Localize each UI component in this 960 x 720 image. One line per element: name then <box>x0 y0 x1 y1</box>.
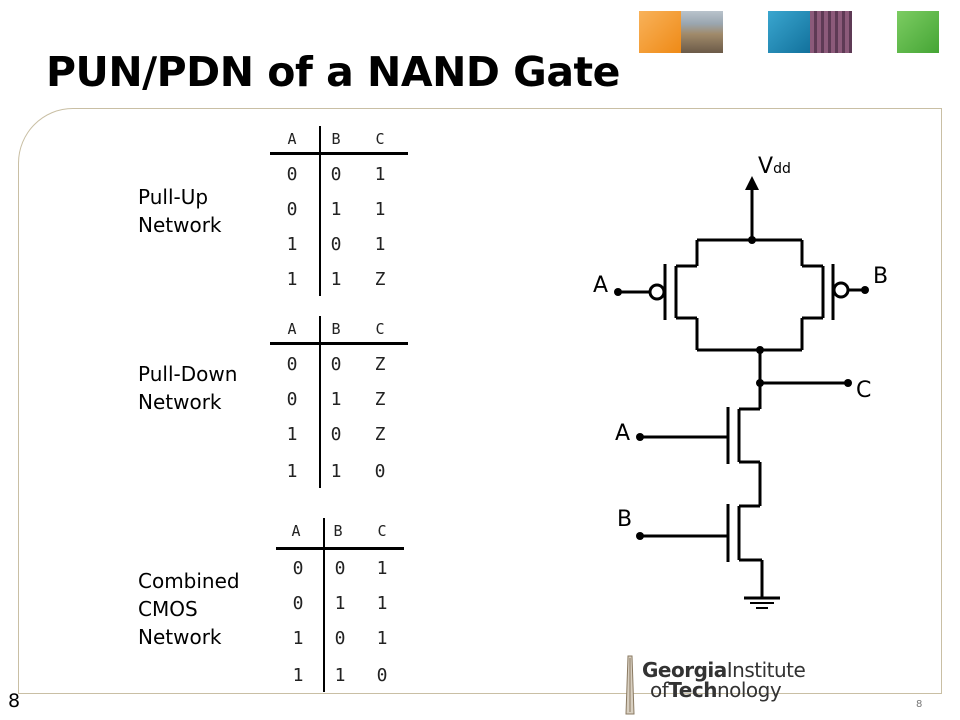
output-c-label: C <box>856 378 872 403</box>
logo-line-two: ofTechnology <box>642 680 805 700</box>
table-cell: 0 <box>286 354 298 375</box>
pmos-input-b-label: B <box>873 264 889 289</box>
blue-thumbnail <box>768 11 810 53</box>
junction-dot <box>748 236 756 244</box>
table-cell: 1 <box>374 199 386 220</box>
vdd-label: Vdd <box>758 154 791 179</box>
logo-tech: Tech <box>668 678 717 702</box>
table-header: C <box>375 320 385 338</box>
table-cell: 1 <box>330 199 342 220</box>
table-cell: 0 <box>292 593 304 614</box>
content-frame-bottom <box>18 693 942 694</box>
table-cell: 0 <box>374 461 386 482</box>
table-horizontal-rule <box>276 547 404 550</box>
table-cell: 0 <box>330 354 342 375</box>
table-cell: 0 <box>376 665 388 686</box>
orange-thumbnail <box>639 11 681 53</box>
table-cell: 1 <box>330 389 342 410</box>
nmos-input-b-label: B <box>617 507 633 532</box>
table-header: B <box>331 130 341 148</box>
green-thumbnail <box>897 11 939 53</box>
table-header: B <box>333 522 343 540</box>
page-number-small: 8 <box>916 699 923 710</box>
table-cell: 0 <box>330 234 342 255</box>
logo-institute: Institute <box>726 658 806 682</box>
vdd-label-sub: dd <box>773 161 791 177</box>
terminal-dot <box>844 379 852 387</box>
content-frame <box>18 108 942 694</box>
table-cell: 0 <box>330 424 342 445</box>
vdd-arrow-icon <box>745 176 759 190</box>
pull-down-label: Pull-Down Network <box>138 362 238 414</box>
table-cell: 1 <box>334 665 346 686</box>
table-cell: 1 <box>292 665 304 686</box>
logo-nology: nology <box>716 678 782 702</box>
table-cell: 0 <box>286 389 298 410</box>
table-cell: Z <box>374 269 386 290</box>
table-vertical-rule <box>319 316 321 488</box>
table-cell: 1 <box>286 269 298 290</box>
nmos-input-a-label: A <box>615 421 631 446</box>
table-cell: 1 <box>286 461 298 482</box>
pmos-b-bubble <box>832 281 850 299</box>
building-photo-thumbnail <box>681 11 723 53</box>
georgia-tech-logo: GeorgiaInstitute ofTechnology <box>612 654 822 718</box>
table-cell: 1 <box>376 593 388 614</box>
table-horizontal-rule <box>270 152 408 155</box>
table-cell: 0 <box>292 558 304 579</box>
table-header: A <box>287 320 297 338</box>
table-cell: Z <box>374 424 386 445</box>
table-cell: 0 <box>334 628 346 649</box>
slide-title: PUN/PDN of a NAND Gate <box>46 48 620 96</box>
combined-label: Combined CMOS Network <box>138 569 240 649</box>
vdd-label-main: V <box>758 154 774 179</box>
table-cell: 1 <box>292 628 304 649</box>
logo-wordmark: GeorgiaInstitute ofTechnology <box>642 658 806 700</box>
table-header: B <box>331 320 341 338</box>
table-vertical-rule <box>323 518 325 692</box>
table-cell: 1 <box>374 234 386 255</box>
table-cell: 0 <box>286 199 298 220</box>
table-cell: 1 <box>330 461 342 482</box>
table-cell: 0 <box>286 164 298 185</box>
table-vertical-rule <box>319 126 321 296</box>
table-cell: 1 <box>330 269 342 290</box>
table-cell: 1 <box>286 424 298 445</box>
table-header: A <box>291 522 301 540</box>
table-cell: 1 <box>376 558 388 579</box>
table-cell: 1 <box>376 628 388 649</box>
table-horizontal-rule <box>270 342 408 345</box>
terminal-dot <box>614 288 622 296</box>
table-cell: 1 <box>334 593 346 614</box>
table-cell: 1 <box>374 164 386 185</box>
page-number: 8 <box>8 690 21 712</box>
terminal-dot <box>861 286 869 294</box>
table-header: C <box>377 522 387 540</box>
table-cell: Z <box>374 354 386 375</box>
table-cell: 0 <box>330 164 342 185</box>
terminal-dot <box>636 532 644 540</box>
tech-tower-icon <box>625 655 635 715</box>
logo-georgia: Georgia <box>642 658 727 682</box>
logo-of: of <box>650 678 669 702</box>
table-cell: 0 <box>334 558 346 579</box>
terminal-dot <box>636 433 644 441</box>
table-cell: 1 <box>286 234 298 255</box>
table-header: C <box>375 130 385 148</box>
pmos-input-a-label: A <box>593 273 609 298</box>
table-cell: Z <box>374 389 386 410</box>
pmos-a-bubble <box>648 283 666 301</box>
table-header: A <box>287 130 297 148</box>
pull-up-label: Pull-Up Network <box>138 185 222 237</box>
chip-photo-thumbnail <box>810 11 852 53</box>
